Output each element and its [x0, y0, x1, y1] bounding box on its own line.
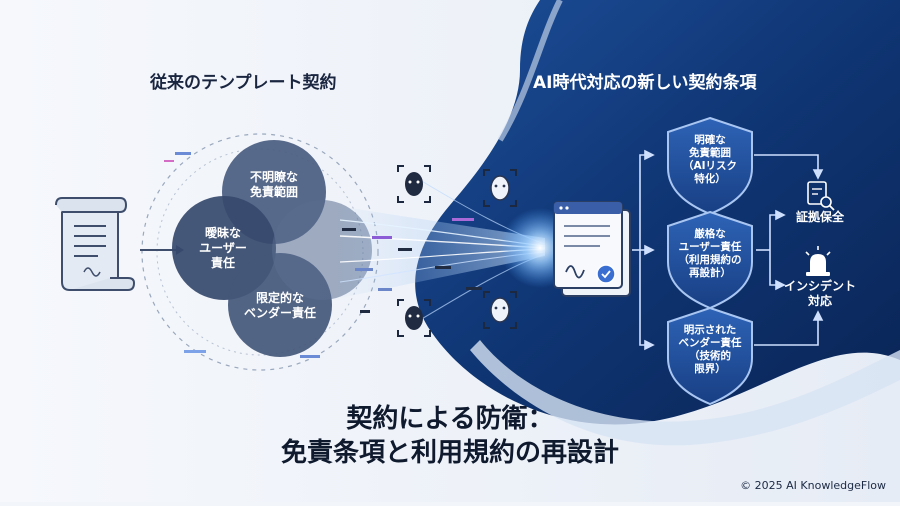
copyright-text: © 2025 AI KnowledgeFlow: [740, 479, 886, 492]
main-title-line-1: 契約による防衛：: [346, 404, 554, 434]
contract-scroll-icon: [55, 197, 136, 291]
wave-edge-top: [497, 0, 563, 142]
glitch-bar: [452, 218, 474, 221]
face-scan-icon: [397, 165, 431, 203]
glitch-bar: [398, 248, 412, 251]
face-scan-icon: [483, 291, 517, 329]
glitch-bar: [435, 266, 451, 269]
glitch-bar: [175, 152, 191, 155]
glitch-bar: [300, 355, 320, 358]
face-scan-icon: [397, 299, 431, 337]
arrow-from-incident: [754, 310, 824, 346]
label-evidence-preservation: 証拠保全: [795, 210, 844, 224]
shield-icon: [667, 306, 753, 406]
shield-label-strict-user-responsibility: 厳格な ユーザー責任 （利用規約の 再設計）: [678, 228, 742, 279]
venn-label-unclear-exemption: 不明瞭な 免責範囲: [249, 170, 298, 199]
arrow-to-evidence: [754, 154, 824, 180]
label-incident-response: インシデント 対応: [783, 279, 856, 308]
face-scan-icon: [483, 169, 517, 207]
wave-highlight: [470, 340, 900, 446]
background-navy-wave: [415, 0, 900, 425]
bracket-connector-right: [756, 209, 786, 291]
heading-ai-era-contract: AI時代対応の新しい契約条項: [533, 73, 757, 93]
heading-traditional-contract: 従来のテンプレート契約: [150, 73, 337, 93]
glitch-bar: [355, 268, 373, 271]
signed-document-icon: [553, 201, 631, 297]
glitch-bar: [466, 287, 482, 290]
glitch-bar: [378, 288, 392, 291]
shield-label-clear-exemption: 明確な 免責範囲 （AIリスク 特化）: [682, 134, 738, 185]
glitch-bar: [372, 236, 392, 239]
venn-label-vague-user-responsibility: 曖昧な ユーザー 責任: [199, 226, 247, 270]
glitch-bar: [184, 350, 206, 353]
siren-icon: [805, 246, 831, 276]
main-title-line-2: 免責条項と利用規約の再設計: [280, 438, 619, 468]
document-search-icon: [807, 181, 835, 211]
glitch-bar: [360, 310, 370, 313]
venn-label-limited-vendor-responsibility: 限定的な ベンダー責任: [243, 291, 316, 320]
glitch-bar: [164, 160, 174, 162]
bracket-connector: [632, 149, 655, 351]
glitch-bar: [342, 228, 356, 231]
shield-label-explicit-vendor-responsibility: 明示された ベンダー責任 （技術的 限界）: [678, 324, 742, 375]
